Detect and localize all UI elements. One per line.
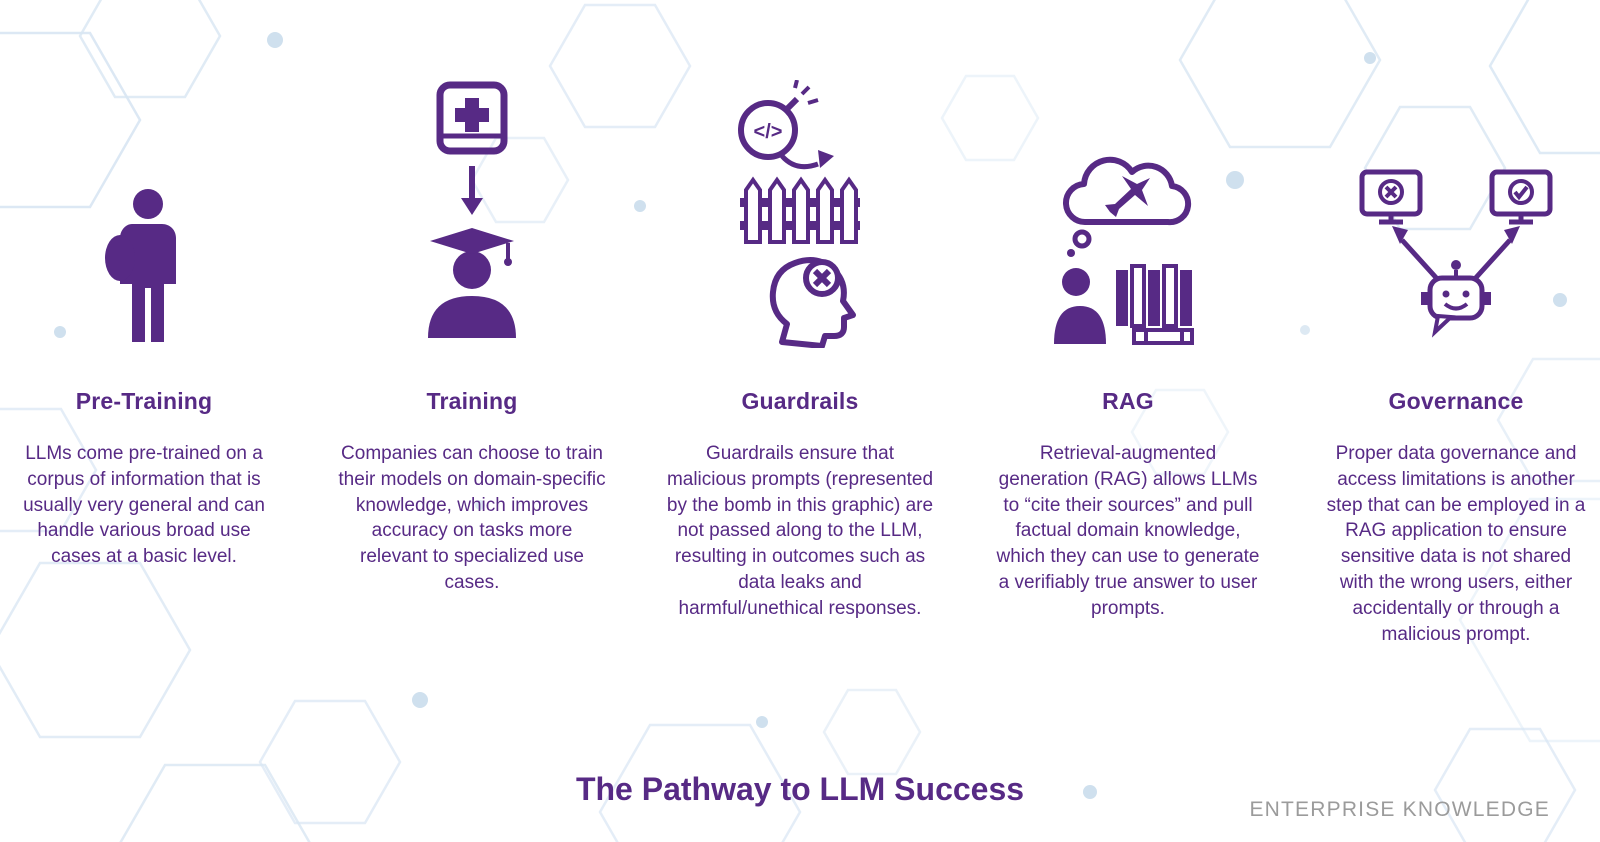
step-description: Companies can choose to train their mode…	[338, 443, 606, 594]
step-pre-training: Pre-Training LLMs come pre-trained on a …	[8, 56, 280, 648]
page-title: The Pathway to LLM Success	[575, 771, 1025, 807]
thought-cloud-icon	[1062, 156, 1192, 257]
step-description: Guardrails ensure that malicious prompts…	[666, 443, 934, 619]
step-training: Training Companies can choose to train t…	[336, 56, 608, 648]
fence-icon	[740, 176, 860, 244]
down-arrow-icon	[461, 166, 483, 215]
curved-arrow-icon	[780, 150, 834, 170]
medical-book-icon	[436, 81, 508, 155]
person-with-books-icon	[1054, 264, 1194, 345]
head-with-x-icon	[769, 257, 856, 348]
monitor-x-icon	[1359, 169, 1423, 225]
thought-cloud-plane-books-icon	[1054, 156, 1194, 345]
guardrails-icon-area: </>	[720, 56, 880, 348]
step-description: Retrieval-augmented generation (RAG) all…	[996, 443, 1260, 619]
pre-training-icon-area	[84, 56, 204, 348]
bomb-code-label: </>	[754, 121, 783, 143]
rag-icon-area	[1038, 56, 1218, 348]
step-title: Pre-Training	[75, 388, 213, 414]
step-governance: Governance Proper data governance and ac…	[1320, 56, 1592, 648]
brand-wordmark: ENTERPRISE KNOWLEDGE	[1249, 798, 1550, 821]
step-title: RAG	[1102, 388, 1154, 414]
person-with-backpack-icon	[105, 189, 176, 342]
step-title: Guardrails	[741, 388, 859, 414]
airplane-icon	[1105, 176, 1150, 217]
code-bomb-icon: </>	[738, 80, 819, 160]
branch-arrows-icon	[1392, 226, 1520, 284]
monitors-robot-icon	[1359, 169, 1553, 338]
training-icon-area	[402, 56, 542, 348]
step-rag: RAG Retrieval-augmented generation (RAG)…	[992, 56, 1264, 648]
medical-book-graduate-icon	[428, 81, 516, 338]
step-description: Proper data governance and access limita…	[1326, 443, 1586, 645]
backpack-icon	[105, 235, 135, 281]
monitor-check-icon	[1489, 169, 1553, 225]
pathway-columns: Pre-Training LLMs come pre-trained on a …	[0, 56, 1600, 648]
step-title: Training	[426, 388, 518, 414]
graduate-icon	[428, 228, 516, 338]
bomb-fence-head-icon: </>	[738, 80, 860, 348]
step-description: LLMs come pre-trained on a corpus of inf…	[23, 443, 265, 568]
step-title: Governance	[1388, 388, 1524, 414]
chatbot-icon	[1421, 260, 1491, 338]
step-guardrails: </>	[664, 56, 936, 648]
governance-icon-area	[1350, 56, 1562, 348]
